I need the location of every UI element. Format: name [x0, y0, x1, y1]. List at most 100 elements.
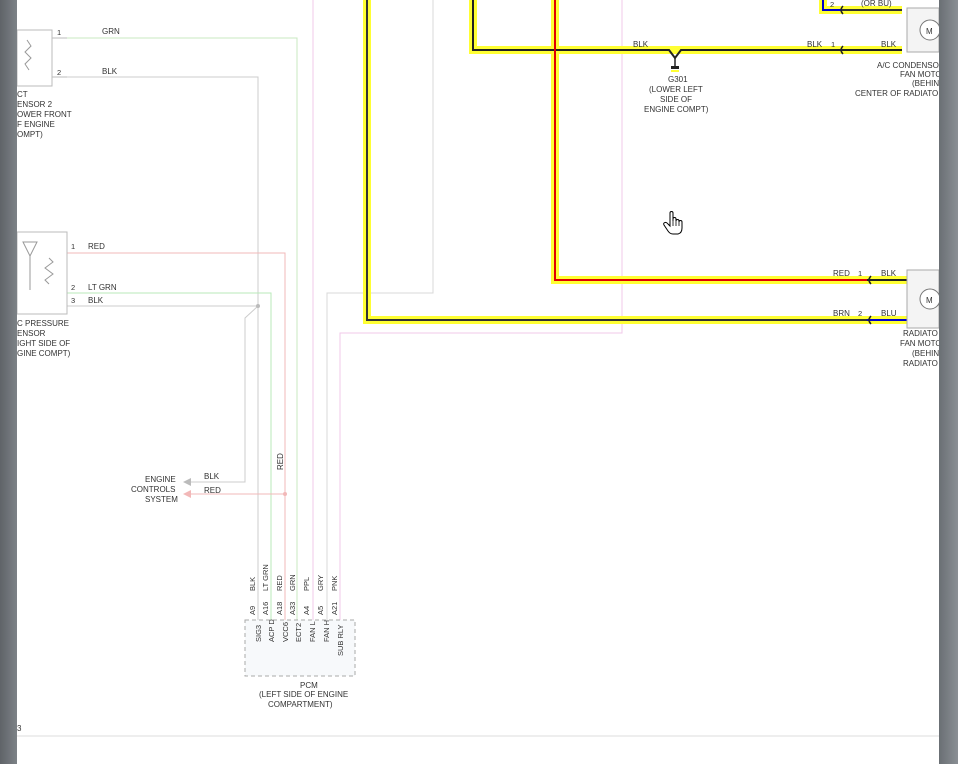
svg-text:A9: A9: [248, 606, 257, 615]
svg-text:A33: A33: [288, 602, 297, 615]
page-number: 3: [17, 724, 22, 733]
splice-blk: [256, 304, 260, 308]
diagram-page[interactable]: M M 1 GRN 2 BLK CT ENSOR 2 OWER FRONT: [17, 0, 939, 764]
radfan-pin1-wire-out: BLK: [881, 269, 897, 278]
radfan-label-4: RADIATO: [903, 359, 938, 368]
ec-label-3: SYSTEM: [145, 495, 178, 504]
condenser-top-pin: 2: [830, 0, 834, 9]
wire-pnk: [339, 0, 623, 622]
radfan-pin1-num: 1: [858, 269, 862, 278]
acp-label-1: C PRESSURE: [17, 319, 69, 328]
ac-condenser-fan-motor[interactable]: M: [906, 7, 939, 53]
svg-text:GRY: GRY: [316, 575, 325, 591]
svg-text:RED: RED: [275, 575, 284, 591]
acp-pin1-wire: RED: [88, 242, 105, 251]
wire-acp-red: [67, 252, 286, 622]
svg-text:A16: A16: [261, 602, 270, 615]
acp-label-2: ENSOR: [17, 329, 46, 338]
wire-acp-ltgrn: [67, 292, 272, 622]
engine-controls-arrows: [183, 478, 191, 498]
ac-pressure-sensor[interactable]: [17, 231, 68, 315]
radfan-pin2-wire-out: BLU: [881, 309, 897, 318]
ground-g301-symbol: [671, 58, 679, 72]
acp-pin2-wire: LT GRN: [88, 283, 117, 292]
connector-symbols: [840, 5, 872, 325]
condenser-pin: 1: [831, 40, 835, 49]
radfan-label-3: (BEHIN: [912, 349, 939, 358]
pcm-label-3: COMPARTMENT): [268, 700, 333, 709]
svg-text:SUB RLY: SUB RLY: [336, 624, 345, 656]
svg-text:FAN H: FAN H: [322, 620, 331, 642]
radfan-pin2-wire-in: BRN: [833, 309, 850, 318]
acp-label-3: IGHT SIDE OF: [17, 339, 70, 348]
ect-pin2-wire: BLK: [102, 67, 118, 76]
radfan-label-1: RADIATO: [903, 329, 938, 338]
g301-wire-label: BLK: [633, 40, 649, 49]
pcm-pins: BLK LT GRN RED GRN PPL GRY PNK A9 A16 A1…: [248, 564, 345, 656]
svg-text:PPL: PPL: [302, 577, 311, 591]
viewer-left-frame: [0, 0, 17, 764]
svg-text:SIG3: SIG3: [254, 625, 263, 642]
wire-ect-grn: [67, 37, 298, 622]
g301-label-4: ENGINE COMPT): [644, 105, 709, 114]
svg-text:PNK: PNK: [330, 576, 339, 591]
ect-label-4: F ENGINE: [17, 120, 55, 129]
radfan-pin2-num: 2: [858, 309, 862, 318]
ect-label-3: OWER FRONT: [17, 110, 72, 119]
g301-label-2: (LOWER LEFT: [649, 85, 703, 94]
wiring-diagram: M M 1 GRN 2 BLK CT ENSOR 2 OWER FRONT: [17, 0, 939, 737]
wire-ect-blk: [67, 76, 259, 306]
condenser-top-label: (OR BU): [861, 0, 892, 8]
condenser-label-2: FAN MOTO: [900, 70, 939, 79]
svg-text:BLK: BLK: [248, 577, 257, 591]
ect-label-1: CT: [17, 90, 28, 99]
hand-cursor-icon: [663, 211, 683, 235]
svg-text:A21: A21: [330, 602, 339, 615]
condenser-label-3: (BEHIN: [912, 79, 939, 88]
radfan-pin1-wire-in: RED: [833, 269, 850, 278]
condenser-wire-out: BLK: [881, 40, 897, 49]
ect-label-2: ENSOR 2: [17, 100, 53, 109]
wire-red-hl: [554, 0, 867, 281]
wire-blue-top: [822, 0, 842, 11]
ect-pin1-num: 1: [57, 28, 61, 37]
svg-text:GRN: GRN: [288, 574, 297, 591]
radiator-motor-symbol: M: [926, 296, 933, 305]
wire-gry: [326, 0, 434, 622]
acp-pin3-num: 3: [71, 296, 75, 305]
acp-label-4: GINE COMPT): [17, 349, 71, 358]
condenser-label-1: A/C CONDENSO: [877, 61, 939, 70]
wire-ec-blk: [189, 305, 259, 483]
wire-acp-blk: [67, 305, 259, 622]
wire-brn: [366, 0, 867, 321]
g301-label-3: SIDE OF: [660, 95, 692, 104]
ect-pin1-wire: GRN: [102, 27, 120, 36]
svg-text:VCC6: VCC6: [281, 622, 290, 642]
svg-text:A4: A4: [302, 606, 311, 615]
wire-ground-blk: [472, 0, 837, 60]
highlighted-wires: [363, 0, 907, 324]
ec-wire-red: RED: [204, 486, 221, 495]
ect-pin2-num: 2: [57, 68, 61, 77]
svg-text:LT GRN: LT GRN: [261, 564, 270, 591]
svg-text:A5: A5: [316, 606, 325, 615]
radiator-fan-motor[interactable]: M: [906, 269, 939, 329]
g301-label-1: G301: [668, 75, 688, 84]
svg-text:FAN L: FAN L: [308, 621, 317, 642]
condenser-motor-symbol: M: [926, 27, 933, 36]
svg-text:ECT2: ECT2: [294, 623, 303, 642]
ec-label-2: CONTROLS: [131, 485, 175, 494]
svg-text:ACP D: ACP D: [267, 619, 276, 642]
red-splice-label: RED: [276, 453, 285, 470]
condenser-label-4: CENTER OF RADIATO: [855, 89, 938, 98]
ec-label-1: ENGINE: [145, 475, 176, 484]
radfan-label-2: FAN MOTO: [900, 339, 939, 348]
pcm-module[interactable]: [244, 619, 356, 677]
svg-text:A18: A18: [275, 602, 284, 615]
viewer-right-frame: [939, 0, 958, 764]
ect-sensor[interactable]: [17, 29, 67, 87]
ect-label-5: OMPT): [17, 130, 43, 139]
faint-wires: [67, 0, 623, 622]
pcm-label-2: (LEFT SIDE OF ENGINE: [259, 690, 348, 699]
